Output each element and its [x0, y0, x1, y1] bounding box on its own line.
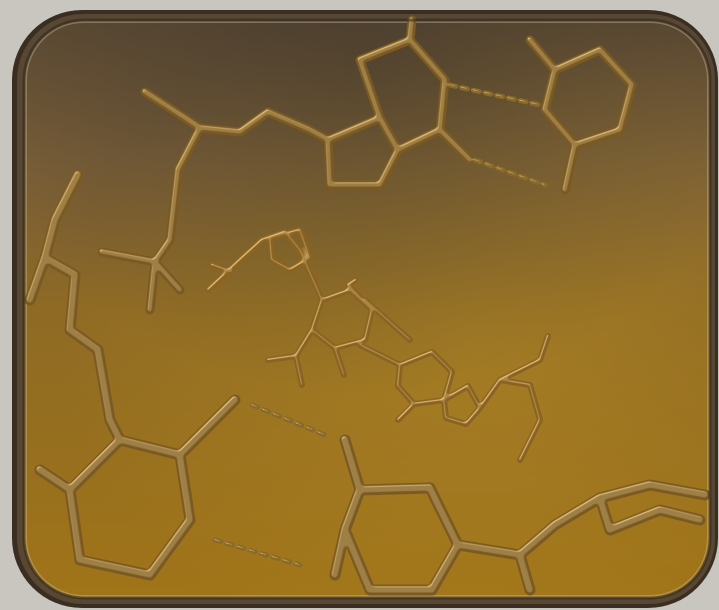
- left-backbone: [24, 169, 126, 446]
- bottom-center-ring: [329, 434, 526, 596]
- bottom-right-backbone: [514, 479, 711, 596]
- h-bond-top: [447, 82, 548, 188]
- purine-ring-top: [323, 15, 475, 190]
- agar-edge: [22, 18, 712, 600]
- rim-highlight: [25, 21, 709, 597]
- pyrimidine-ring-top: [525, 35, 637, 195]
- central-base-pair: [205, 227, 551, 463]
- dna-backbone-top: [97, 87, 333, 315]
- bottom-left-ring: [34, 394, 241, 581]
- h-bond-bottom: [212, 402, 328, 568]
